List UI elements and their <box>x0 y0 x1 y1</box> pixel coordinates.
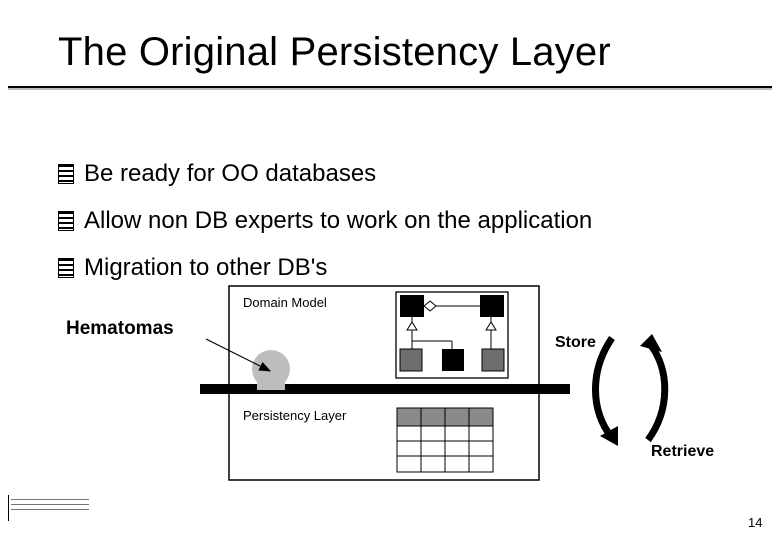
bullet-icon <box>58 210 74 231</box>
bullet-text: Allow non DB experts to work on the appl… <box>84 206 593 234</box>
bullet-text: Migration to other DB's <box>84 253 328 281</box>
bullet-item: Be ready for OO databases <box>58 150 592 197</box>
page-number: 14 <box>748 515 763 530</box>
title-underline <box>8 86 772 88</box>
bullet-list: Be ready for OO databases Allow non DB e… <box>58 150 592 291</box>
store-retrieve-cycle-arrows <box>592 334 669 446</box>
bullet-item: Allow non DB experts to work on the appl… <box>58 197 592 244</box>
domain-model-label: Domain Model <box>243 295 327 310</box>
domain-model-uml <box>395 291 509 379</box>
page-title: The Original Persistency Layer <box>58 30 611 74</box>
diagram-frame <box>228 285 540 481</box>
hematomas-pointer-arrow <box>205 338 272 372</box>
retrieve-label: Retrieve <box>651 443 715 460</box>
hematoma-blob <box>252 350 290 390</box>
database-table-grid <box>396 407 494 473</box>
bullet-icon <box>58 257 74 278</box>
hematomas-label: Hematomas <box>66 318 174 339</box>
bullet-text: Be ready for OO databases <box>84 159 377 187</box>
bullet-item: Migration to other DB's <box>58 244 592 291</box>
footer-small-print <box>8 495 89 521</box>
persistency-layer-label: Persistency Layer <box>243 408 347 423</box>
store-label: Store <box>555 334 596 351</box>
bullet-icon <box>58 163 74 184</box>
persistency-layer-bar <box>200 384 570 394</box>
